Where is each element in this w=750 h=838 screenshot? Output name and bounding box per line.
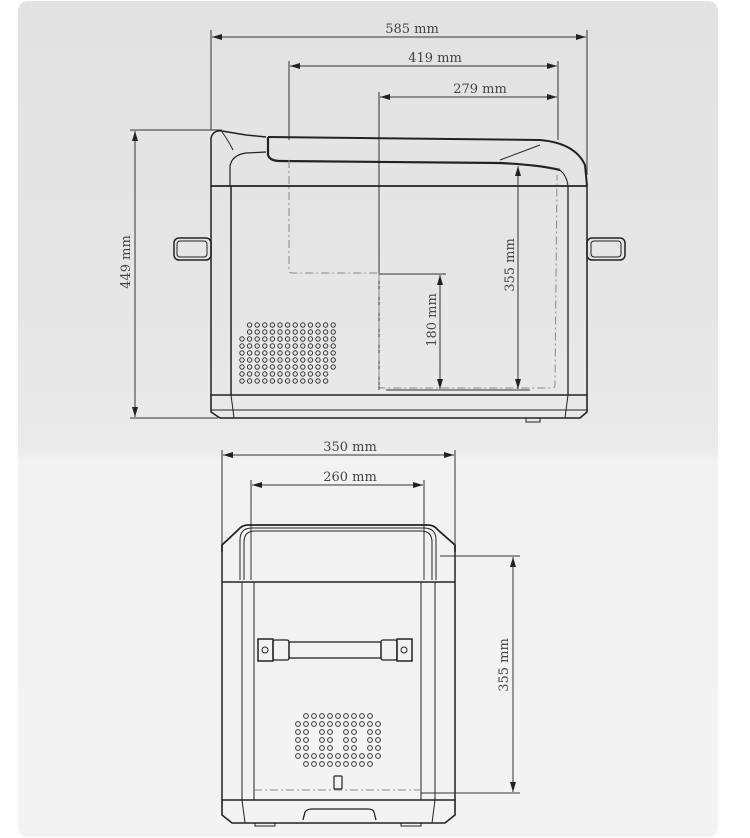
dim-350: 350 mm [221,440,456,555]
dim-355-front: 355 mm [421,555,520,794]
label-350: 350 mm [323,440,377,455]
label-355-side: 355 mm [503,238,518,292]
label-355-front: 355 mm [497,638,512,692]
side-handle-left [173,237,212,261]
side-view: 585 mm 419 mm 279 mm 449 mm [119,22,626,423]
dim-279: 279 mm [378,82,557,390]
label-279: 279 mm [453,82,507,97]
dim-449: 449 mm [119,129,222,419]
vent-grille-side [239,322,336,384]
label-449: 449 mm [119,235,134,289]
power-port-icon [333,775,343,790]
dim-260: 260 mm [250,470,425,580]
front-handle [257,638,413,662]
dim-419: 419 mm [288,51,559,140]
vent-grille-front [295,713,381,767]
side-handle-right [586,237,626,261]
label-260: 260 mm [323,470,377,485]
label-585: 585 mm [385,22,439,37]
label-419: 419 mm [408,51,462,66]
dim-355-side: 355 mm [386,166,530,391]
label-180: 180 mm [425,293,440,347]
dim-180: 180 mm [379,273,446,389]
dim-585: 585 mm [210,22,588,175]
front-view: 350 mm 260 mm [221,440,520,827]
